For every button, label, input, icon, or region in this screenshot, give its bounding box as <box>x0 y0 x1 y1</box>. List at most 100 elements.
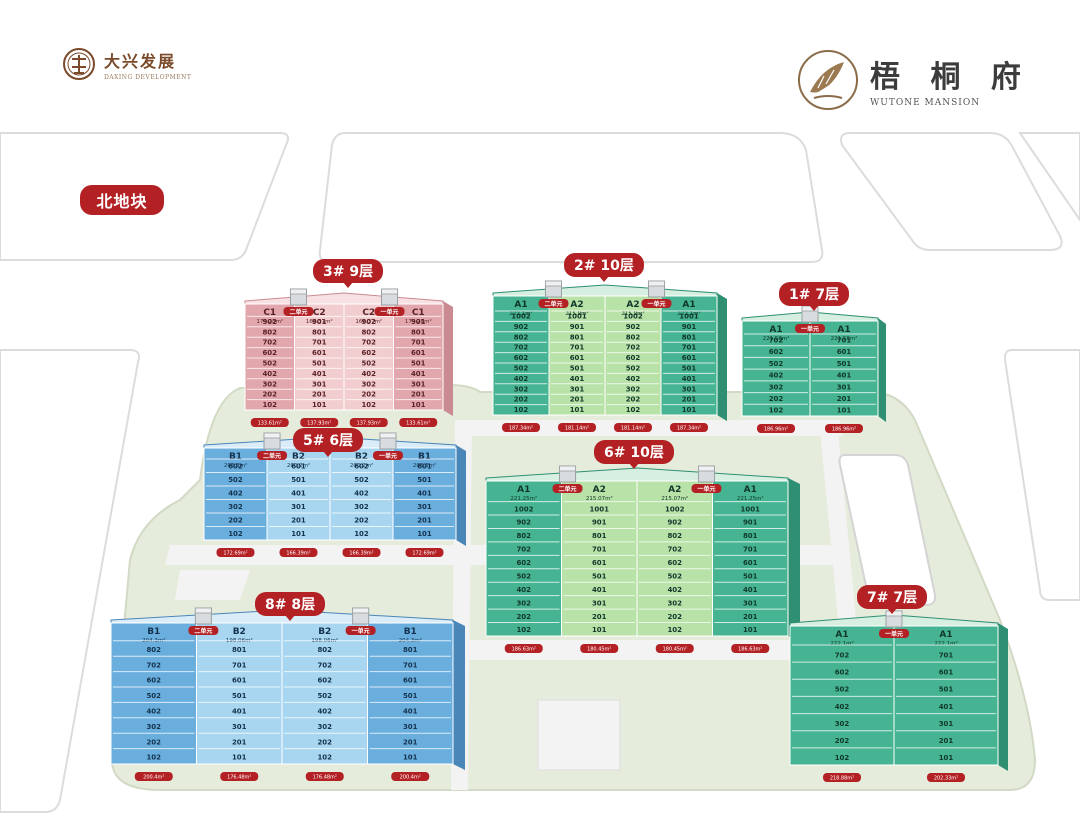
entrance-tag-text: 二单元 <box>194 627 212 635</box>
entrance-tag-text: 一单元 <box>697 485 715 493</box>
unit-type-label: A1 <box>769 325 782 335</box>
building-5[interactable]: B1206.5m²602502402302202102172.69m²B2200… <box>203 432 466 557</box>
building-3[interactable]: C1174.28m²902802702602502402302202102133… <box>244 288 453 427</box>
building-1-unit-2[interactable] <box>809 320 879 417</box>
building-1[interactable]: A1221.58m²702602502402302202102186.96m²A… <box>741 305 886 433</box>
unit-type-label: A1 <box>939 630 952 640</box>
room-number-label: 801 <box>232 646 247 654</box>
unit-area-label: 168.37m² <box>306 318 333 325</box>
building-6-unit-2[interactable] <box>561 480 638 637</box>
room-number-label: 601 <box>837 348 852 356</box>
unit-type-label: C1 <box>263 308 276 318</box>
entrance-tag-text: 一单元 <box>352 627 370 635</box>
building-2-unit-3[interactable] <box>604 295 662 416</box>
unit-area-label: 221.58m² <box>763 335 790 342</box>
room-number-label: 501 <box>837 360 852 368</box>
building-7-unit-1[interactable] <box>789 625 895 766</box>
stair-core-top <box>352 607 370 614</box>
building-5-unit-2[interactable] <box>266 447 331 541</box>
stair-core-top <box>648 280 665 287</box>
room-number-label: 501 <box>743 572 758 580</box>
unit-area-label: 222.1m² <box>509 310 532 317</box>
unit-area-label: 215.9m² <box>621 310 644 317</box>
entrance-tag[interactable] <box>641 299 672 308</box>
room-number-label: 102 <box>228 530 243 538</box>
building-2[interactable]: A1222.1m²1002902802702602502402302202102… <box>492 280 727 432</box>
entrance-tag[interactable] <box>879 629 909 638</box>
room-number-label: 602 <box>516 559 531 567</box>
room-number-label: 401 <box>291 490 306 498</box>
room-number-label: 701 <box>312 339 327 347</box>
unit-type-label: B1 <box>229 452 242 462</box>
building-label-2[interactable]: 2# 10层 <box>564 253 644 282</box>
room-number-label: 301 <box>411 380 426 388</box>
room-number-label: 402 <box>146 707 161 715</box>
building-2-unit-1[interactable] <box>492 295 550 416</box>
room-number-label: 701 <box>939 651 954 659</box>
unit-area-label: 222.1m² <box>934 640 957 647</box>
building-2-unit-4[interactable] <box>660 295 718 416</box>
building-5-unit-3[interactable] <box>329 447 394 541</box>
building-label-7[interactable]: 7# 7层 <box>857 585 928 614</box>
building-label-8[interactable]: 8# 8层 <box>255 592 326 621</box>
unit-type-label: B2 <box>355 452 368 462</box>
building-6[interactable]: A1221.25m²100290280270260250240230220210… <box>485 465 800 653</box>
unit-area-tag <box>405 548 444 557</box>
entrance-tag[interactable] <box>552 484 583 493</box>
building-7-unit-2[interactable] <box>893 625 999 766</box>
room-number-label: 802 <box>516 532 531 540</box>
unit-type-label: B1 <box>147 627 160 637</box>
building-8-unit-4[interactable] <box>367 622 454 765</box>
building-1-unit-1[interactable] <box>741 320 811 417</box>
unit-area-label: 168.37m² <box>355 318 382 325</box>
building-5-unit-4[interactable] <box>392 447 457 541</box>
unit-area-tag <box>305 772 344 781</box>
room-number-label: 402 <box>769 372 784 380</box>
building-label-1[interactable]: 1# 7层 <box>779 282 850 311</box>
building-8-unit-1[interactable] <box>110 622 197 765</box>
room-number-label: 501 <box>682 364 697 372</box>
entrance-tag[interactable] <box>372 451 403 460</box>
room-number-label: 901 <box>570 323 585 331</box>
building-6-unit-1[interactable] <box>485 480 562 637</box>
room-number-label: 901 <box>592 519 607 527</box>
entrance-tag-text: 一单元 <box>648 300 666 308</box>
entrance-tag-text: 二单元 <box>289 308 307 316</box>
brand-daxing: 大兴发展 DAXING DEVELOPMENT <box>62 47 191 81</box>
building-2-unit-2[interactable] <box>548 295 606 416</box>
building-8[interactable]: B1204.3m²802702602502402302202102200.4m²… <box>110 607 465 781</box>
entrance-tag[interactable] <box>345 626 376 635</box>
entrance-tag[interactable] <box>795 324 825 333</box>
building-label-5[interactable]: 5# 6层 <box>293 428 364 457</box>
entrance-tag[interactable] <box>538 299 569 308</box>
room-number-label: 202 <box>516 613 531 621</box>
stair-core-top <box>545 280 562 287</box>
building-5-unit-1[interactable] <box>203 447 268 541</box>
building-8-unit-2[interactable] <box>196 622 283 765</box>
building-6-unit-4[interactable] <box>712 480 789 637</box>
building-8-unit-3[interactable] <box>281 622 368 765</box>
unit-area-tag <box>670 423 708 432</box>
unit-area-label: 206.5m² <box>224 462 247 469</box>
entrance-tag[interactable] <box>691 484 722 493</box>
entrance-tag[interactable] <box>188 626 219 635</box>
unit-area-label: 200.2m² <box>350 462 373 469</box>
room-number-label: 201 <box>411 391 426 399</box>
room-number-label: 302 <box>626 385 641 393</box>
building-3-unit-2[interactable] <box>294 303 345 411</box>
entrance-tag[interactable] <box>283 307 314 316</box>
building-label-3[interactable]: 3# 9层 <box>313 259 384 288</box>
unit-area-tag <box>502 423 540 432</box>
building-6-side-face <box>788 478 800 642</box>
room-number-label: 1001 <box>741 505 761 513</box>
building-3-unit-4[interactable] <box>393 303 444 411</box>
building-7[interactable]: A1222.1m²702602502402302202102218.88m²A1… <box>789 610 1008 782</box>
building-label-6[interactable]: 6# 10层 <box>594 440 674 469</box>
entrance-tag[interactable] <box>257 451 288 460</box>
entrance-tag-text: 二单元 <box>559 485 577 493</box>
room-number-label: 701 <box>837 336 852 344</box>
unit-area-label: 174.28m² <box>256 318 283 325</box>
room-number-label: 401 <box>411 370 426 378</box>
room-number-label: 102 <box>354 530 369 538</box>
entrance-tag[interactable] <box>374 307 405 316</box>
